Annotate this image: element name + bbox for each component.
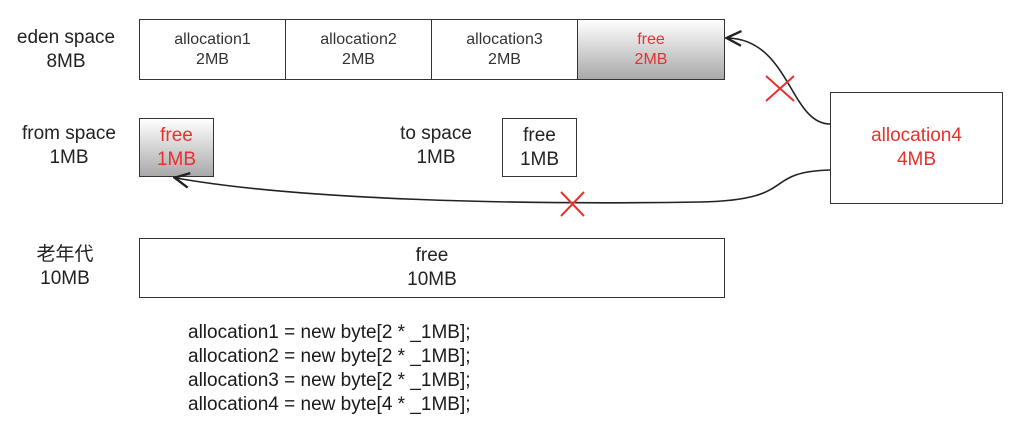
eden-segment-allocation3: allocation3 2MB xyxy=(432,20,578,79)
eden-space-row: allocation1 2MB allocation2 2MB allocati… xyxy=(139,19,725,80)
segment-name: free xyxy=(637,30,665,48)
to-space-box: free 1MB xyxy=(502,118,577,177)
eden-segment-allocation2: allocation2 2MB xyxy=(286,20,432,79)
allocation4-name: allocation4 xyxy=(871,125,962,146)
to-space-label: to space 1MB xyxy=(381,122,491,170)
to-space-name: to space xyxy=(400,123,472,144)
code-line: allocation2 = new byte[2 * _1MB]; xyxy=(188,346,471,367)
eden-space-label: eden space 8MB xyxy=(6,26,126,74)
arrow-to-from-space xyxy=(176,169,831,204)
arrow-to-eden-free xyxy=(728,38,831,125)
from-space-name: from space xyxy=(22,123,116,144)
from-space-label: from space 1MB xyxy=(6,122,132,170)
code-line: allocation4 = new byte[4 * _1MB]; xyxy=(188,394,471,415)
segment-size: 2MB xyxy=(196,50,229,68)
allocation4-size: 4MB xyxy=(896,149,937,170)
old-gen-box-name: free xyxy=(415,245,449,266)
allocation4-box: allocation4 4MB xyxy=(830,92,1003,204)
from-space-box-size: 1MB xyxy=(156,148,197,170)
old-gen-label: 老年代 10MB xyxy=(10,243,120,291)
to-space-box-size: 1MB xyxy=(519,148,560,170)
old-gen-name: 老年代 xyxy=(36,244,94,265)
from-space-size: 1MB xyxy=(49,147,89,168)
segment-name: allocation3 xyxy=(466,30,543,48)
code-line: allocation1 = new byte[2 * _1MB]; xyxy=(188,322,471,343)
to-space-size: 1MB xyxy=(416,147,456,168)
old-gen-box: free 10MB xyxy=(139,238,725,298)
to-space-box-name: free xyxy=(523,124,556,146)
eden-segment-free: free 2MB xyxy=(578,20,724,79)
eden-segment-allocation1: allocation1 2MB xyxy=(140,20,286,79)
cross-mark-eden xyxy=(765,75,795,102)
segment-size: 2MB xyxy=(342,50,375,68)
segment-name: allocation1 xyxy=(174,30,251,48)
old-gen-size: 10MB xyxy=(40,268,90,289)
code-line: allocation3 = new byte[2 * _1MB]; xyxy=(188,370,471,391)
from-space-box-name: free xyxy=(160,124,193,146)
old-gen-box-size: 10MB xyxy=(407,269,457,290)
segment-size: 2MB xyxy=(488,50,521,68)
eden-space-name: eden space xyxy=(16,27,116,48)
from-space-box: free 1MB xyxy=(139,118,214,177)
segment-size: 2MB xyxy=(634,50,668,68)
cross-mark-from-space xyxy=(560,191,585,217)
code-block: allocation1 = new byte[2 * _1MB]; alloca… xyxy=(188,321,471,417)
segment-name: allocation2 xyxy=(320,30,397,48)
eden-space-size: 8MB xyxy=(46,51,86,72)
